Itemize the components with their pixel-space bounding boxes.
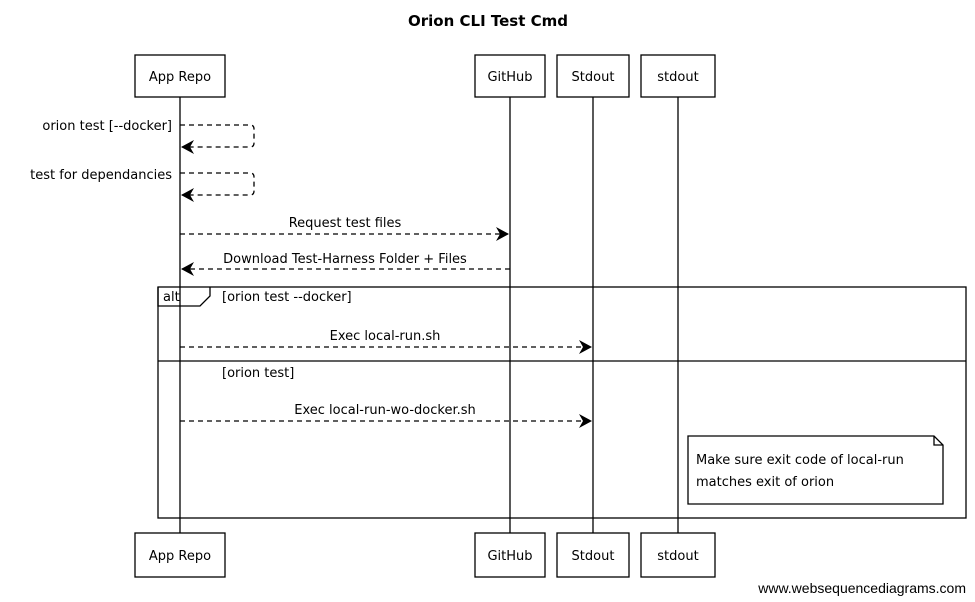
message-request-test-files: Request test files <box>180 216 509 241</box>
actor-label: GitHub <box>487 549 532 564</box>
note-box <box>687 435 944 505</box>
actor-stdout-upper-top[interactable]: Stdout <box>556 54 630 98</box>
alt-condition-docker: [orion test --docker] <box>222 290 352 305</box>
actor-label: Stdout <box>572 549 615 564</box>
actor-label: App Repo <box>149 70 211 85</box>
alt-fragment: alt [orion test --docker] [orion test] <box>157 286 967 519</box>
diagram-title: Orion CLI Test Cmd <box>408 12 568 30</box>
message-exec-local-run-wo-docker: Exec local-run-wo-docker.sh <box>180 403 592 428</box>
alt-tab <box>157 287 211 307</box>
message-label: Request test files <box>289 216 402 231</box>
alt-keyword: alt <box>163 290 180 305</box>
actor-label: stdout <box>657 70 698 85</box>
message-exec-local-run: Exec local-run.sh <box>180 329 592 354</box>
actor-github-bottom[interactable]: GitHub <box>474 532 546 578</box>
message-download-test-harness: Download Test-Harness Folder + Files <box>181 252 510 276</box>
message-label: Exec local-run.sh <box>330 329 441 344</box>
message-label: orion test [--docker] <box>42 119 172 134</box>
message-label: test for dependancies <box>30 168 172 183</box>
actor-label: Stdout <box>572 70 615 85</box>
note-exit-code: Make sure exit code of local-run matches… <box>687 435 944 505</box>
message-label: Download Test-Harness Folder + Files <box>223 252 467 267</box>
actor-label: stdout <box>657 549 698 564</box>
actor-stdout-lower-top[interactable]: stdout <box>640 54 716 98</box>
note-line-1: Make sure exit code of local-run <box>696 453 904 468</box>
note-fold <box>933 436 943 446</box>
actor-label: App Repo <box>149 549 211 564</box>
message-label: Exec local-run-wo-docker.sh <box>294 403 476 418</box>
actor-stdout-lower-bottom[interactable]: stdout <box>640 532 716 578</box>
note-line-2: matches exit of orion <box>696 475 834 490</box>
actor-github-top[interactable]: GitHub <box>474 54 546 98</box>
message-test-dependancies: test for dependancies <box>30 168 255 202</box>
actor-stdout-upper-bottom[interactable]: Stdout <box>556 532 630 578</box>
actor-label: GitHub <box>487 70 532 85</box>
message-orion-test: orion test [--docker] <box>42 119 255 154</box>
actor-app-repo-top[interactable]: App Repo <box>134 54 226 98</box>
alt-frame <box>157 286 967 519</box>
alt-condition-no-docker: [orion test] <box>222 366 294 381</box>
actor-app-repo-bottom[interactable]: App Repo <box>134 532 226 578</box>
watermark-link[interactable]: www.websequencediagrams.com <box>757 580 966 596</box>
